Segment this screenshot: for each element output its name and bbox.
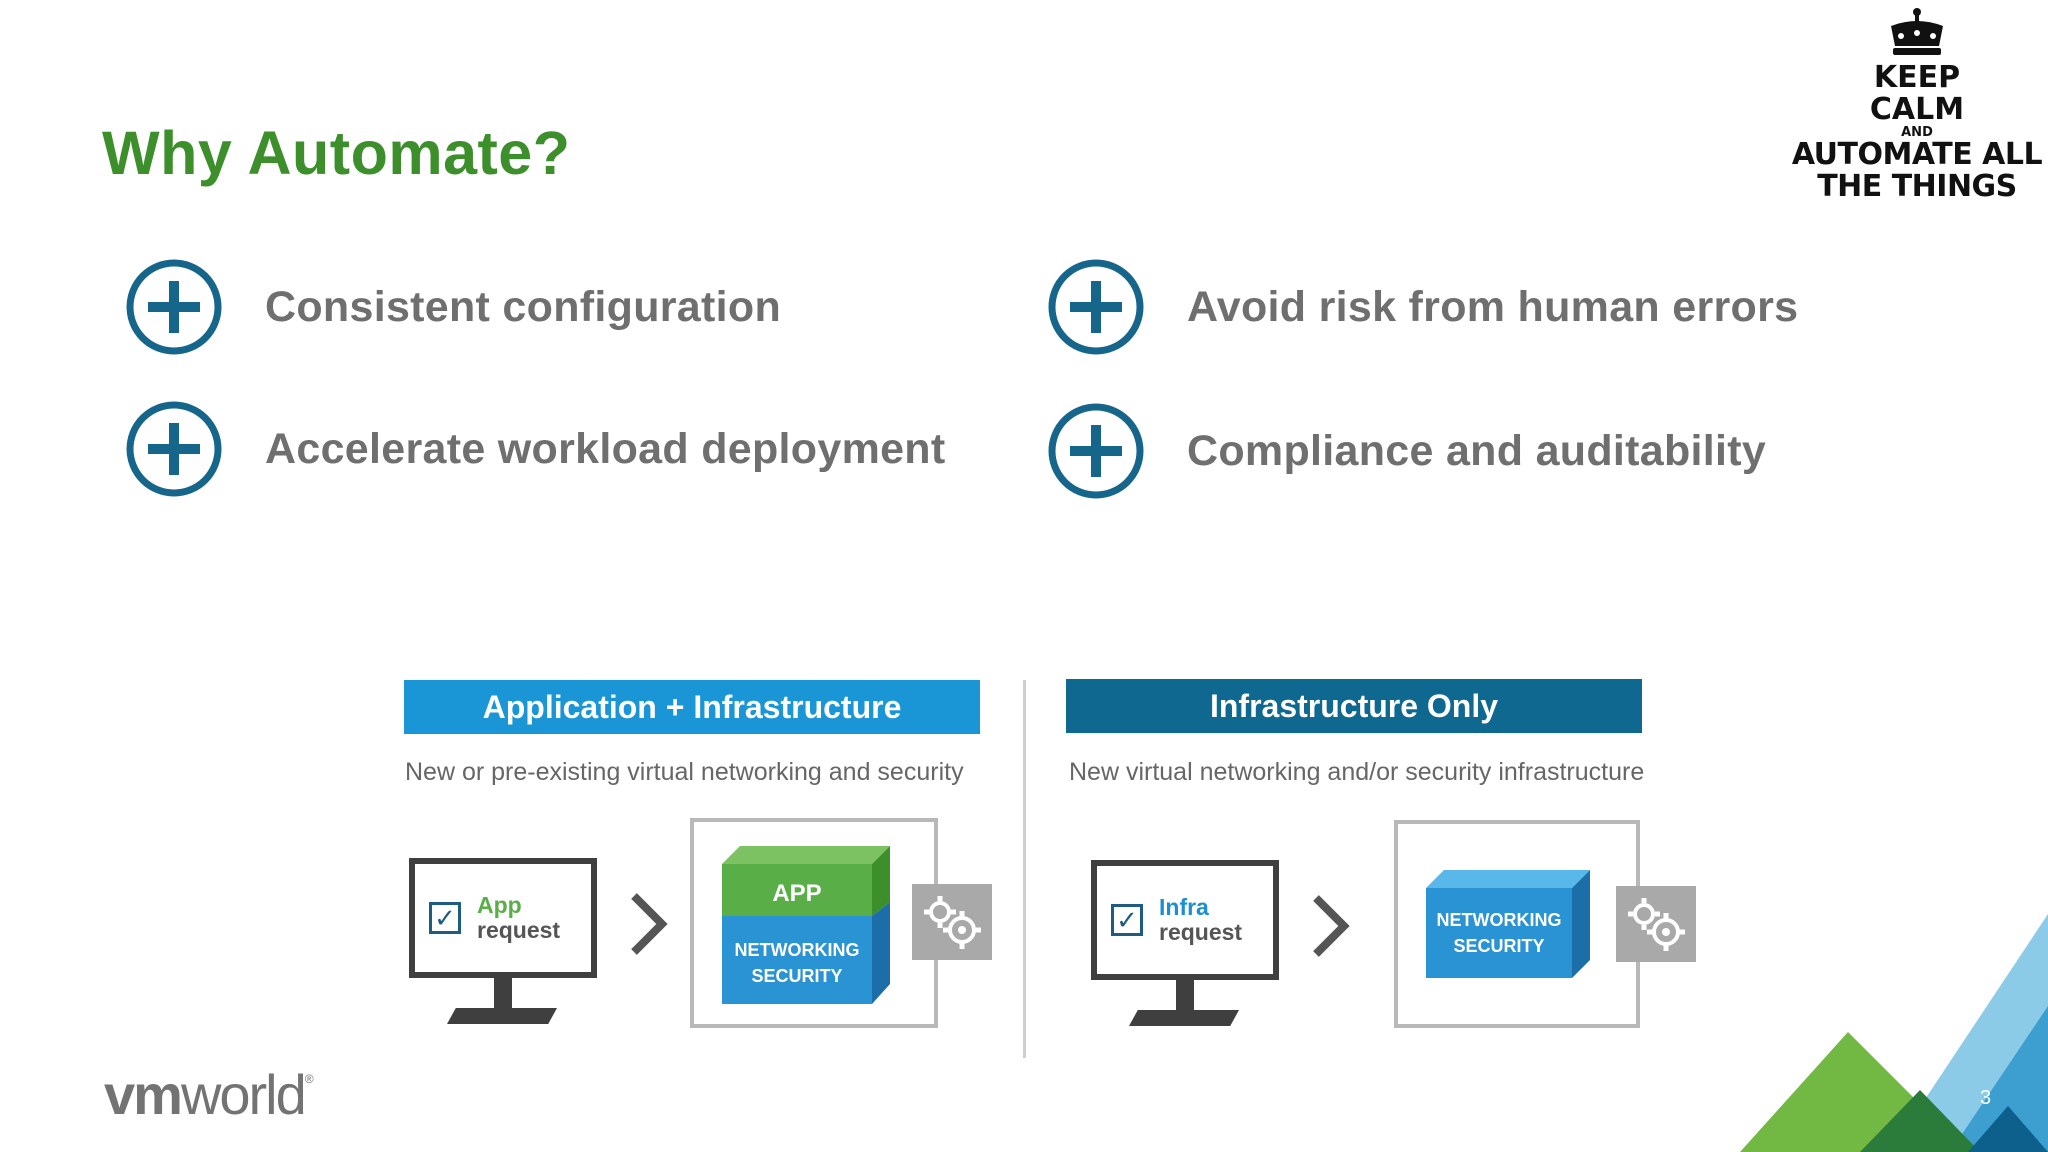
monitor-stand	[1176, 980, 1194, 1010]
crown-icon	[1891, 8, 1943, 55]
chevron-right-icon	[631, 893, 668, 955]
cube-app-label: APP	[772, 880, 822, 907]
page-number: 3	[1980, 1087, 1992, 1109]
vmworld-logo: vmworld®	[104, 1062, 314, 1127]
logo-vm: vm	[104, 1063, 183, 1126]
monitor-screen: ✓ App request	[409, 858, 597, 978]
feature-label: Avoid risk from human errors	[1187, 282, 1799, 331]
cube-line: SECURITY	[751, 966, 843, 987]
monitor-stand	[494, 978, 512, 1008]
slide-title: Why Automate?	[102, 119, 571, 187]
monitor-infra-request: ✓ Infra request	[1091, 860, 1279, 1026]
checkbox-icon: ✓	[1111, 904, 1143, 936]
feature-item: Compliance and auditability	[1047, 402, 1766, 500]
feature-item: Avoid risk from human errors	[1047, 258, 1798, 356]
panel-header-infra-only: Infrastructure Only	[1066, 679, 1642, 733]
plus-circle-icon	[1048, 403, 1144, 499]
monitor-screen: ✓ Infra request	[1091, 860, 1279, 980]
app-cube-icon	[722, 846, 890, 1004]
feature-label: Accelerate workload deployment	[265, 424, 946, 473]
monitor-base	[447, 1008, 557, 1024]
networking-cube-icon	[1426, 870, 1590, 978]
cube-networking-security: NETWORKING SECURITY	[722, 937, 872, 989]
keep-calm-line2: CALM	[1869, 91, 1965, 127]
corner-triangles-decoration	[1740, 914, 2048, 1152]
feature-item: Consistent configuration	[125, 258, 781, 356]
cube-line: SECURITY	[1453, 936, 1545, 957]
keep-calm-line1: KEEP	[1873, 60, 1961, 95]
panel-header-app-infra: Application + Infrastructure	[404, 680, 980, 734]
plus-circle-icon	[1048, 259, 1144, 355]
chevron-right-icon	[1313, 895, 1350, 957]
logo-world: world	[180, 1063, 307, 1126]
keep-calm-line3: AND	[1901, 124, 1933, 140]
feature-label: Consistent configuration	[265, 282, 782, 331]
cube-line: NETWORKING	[734, 940, 860, 960]
gear-box	[912, 884, 992, 960]
request-label: request	[1159, 919, 1243, 945]
feature-label: Compliance and auditability	[1187, 426, 1767, 475]
panel-subtitle: New or pre-existing virtual networking a…	[405, 758, 964, 786]
gears-icon	[1628, 898, 1685, 951]
logo-registered-mark: ®	[304, 1072, 314, 1086]
request-type: App	[477, 891, 522, 918]
gear-box	[1616, 886, 1696, 962]
plus-circle-icon	[126, 401, 222, 497]
checkbox-icon: ✓	[429, 902, 461, 934]
keep-calm-line5: THE THINGS	[1817, 169, 2017, 205]
keep-calm-badge: KEEP CALM AND AUTOMATE ALL THE THINGS	[1790, 6, 2044, 203]
panel-subtitle: New virtual networking and/or security i…	[1069, 758, 1645, 786]
feature-item: Accelerate workload deployment	[125, 400, 946, 498]
cube-networking-security: NETWORKING SECURITY	[1426, 907, 1572, 959]
monitor-base	[1129, 1010, 1239, 1026]
request-type: Infra	[1159, 893, 1209, 920]
monitor-app-request: ✓ App request	[409, 858, 597, 1024]
panel-divider	[1023, 680, 1026, 1058]
cube-line: NETWORKING	[1436, 910, 1562, 930]
keep-calm-line4: AUTOMATE ALL	[1791, 137, 2043, 173]
plus-circle-icon	[126, 259, 222, 355]
request-label: request	[477, 917, 561, 943]
gears-icon	[924, 896, 981, 949]
